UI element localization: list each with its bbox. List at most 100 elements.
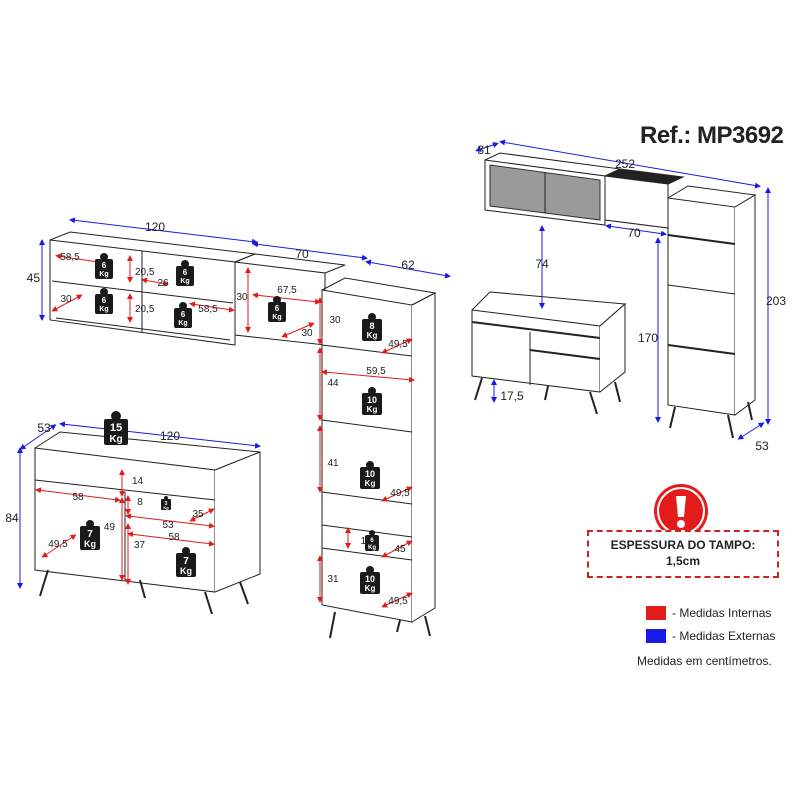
external-dimensions <box>17 139 771 589</box>
svg-text:Kg: Kg <box>163 505 169 510</box>
svg-text:Kg: Kg <box>109 434 122 445</box>
dim-wall-170: 170 <box>638 331 658 345</box>
upper-cabinet-120 <box>49 231 256 346</box>
dim-wall-31: 31 <box>477 143 491 157</box>
weight-badge-icon: 10 Kg <box>360 566 380 594</box>
dim-t-45: 45 <box>394 544 406 555</box>
reference-code: Ref.: MP3692 <box>640 122 784 149</box>
svg-text:Kg: Kg <box>99 306 108 313</box>
dim-wall-70: 70 <box>627 226 641 240</box>
legend-external-label: - Medidas Externas <box>672 629 776 643</box>
sideboard <box>471 291 627 415</box>
dim-wall-74: 74 <box>535 257 549 271</box>
weight-badge-icon: 6 Kg <box>268 296 286 322</box>
footnote: Medidas em centímetros. <box>637 654 772 668</box>
weight-badge-icon: 15 Kg <box>104 411 128 445</box>
dim-m-67-5: 67,5 <box>277 285 297 296</box>
dim-wall-203: 203 <box>766 294 786 308</box>
svg-text:6: 6 <box>370 538 374 544</box>
dim-b-49-5: 49,5 <box>48 539 68 550</box>
dim-base-84: 84 <box>5 511 19 525</box>
dim-t-31: 31 <box>327 574 339 585</box>
dim-u-26: 26 <box>157 278 169 289</box>
dim-t-49-5a: 49,5 <box>388 339 408 350</box>
dim-wall-252: 252 <box>615 157 635 171</box>
dim-b-37: 37 <box>134 540 146 551</box>
dim-m-30a: 30 <box>236 292 248 303</box>
weight-badge-icon: 7 Kg <box>80 520 100 550</box>
tall-tower <box>667 185 757 439</box>
dim-b-49: 49 <box>104 522 116 533</box>
dim-u-20-5b: 20,5 <box>135 304 155 315</box>
dim-t-49-5b: 49,5 <box>390 488 410 499</box>
dim-b-35: 35 <box>192 509 204 520</box>
dim-b-8: 8 <box>137 497 143 508</box>
weight-badge-icon: 3 Kg <box>161 496 171 510</box>
legend-internal: - Medidas Internas <box>646 606 771 620</box>
svg-text:Kg: Kg <box>365 584 376 593</box>
base-cabinet-120 <box>34 431 261 615</box>
svg-text:Kg: Kg <box>367 405 378 414</box>
legend-internal-label: - Medidas Internas <box>672 606 772 620</box>
dim-b-53: 53 <box>162 520 174 531</box>
weight-badge-icon: 6 Kg <box>365 530 379 551</box>
dim-upper-45: 45 <box>27 271 41 285</box>
dim-t-41: 41 <box>327 458 339 469</box>
weight-badge-icon: 6 Kg <box>95 253 113 279</box>
svg-text:6: 6 <box>102 296 107 305</box>
dim-base-53: 53 <box>37 421 51 435</box>
svg-text:7: 7 <box>183 556 189 567</box>
tampo-value: 1,5cm <box>665 554 701 568</box>
dim-b-58a: 58 <box>72 492 84 503</box>
svg-text:10: 10 <box>365 469 375 479</box>
dim-t-44: 44 <box>327 378 339 389</box>
weight-badge-icon: 6 Kg <box>174 302 192 328</box>
svg-text:3: 3 <box>165 501 168 507</box>
svg-text:Kg: Kg <box>180 278 189 285</box>
svg-text:8: 8 <box>369 321 374 331</box>
weight-badges: 6 Kg 6 Kg 6 Kg 6 Kg 6 Kg 8 Kg <box>80 253 382 594</box>
weight-badge-icon: 6 Kg <box>176 260 194 286</box>
svg-text:Kg: Kg <box>84 539 96 549</box>
svg-text:Kg: Kg <box>368 545 376 551</box>
weight-badge-icon: 10 Kg <box>362 387 382 415</box>
svg-text:Kg: Kg <box>272 314 281 321</box>
svg-text:6: 6 <box>181 310 186 319</box>
svg-text:Kg: Kg <box>365 479 376 488</box>
wall-cabinet-glass <box>484 152 622 226</box>
dim-u-30a: 30 <box>60 294 72 305</box>
legend-internal-swatch <box>646 606 666 620</box>
svg-text:7: 7 <box>87 529 93 540</box>
svg-text:6: 6 <box>102 261 107 270</box>
dim-t-59-5: 59,5 <box>366 366 386 377</box>
dim-wall-17-5: 17,5 <box>500 389 524 403</box>
svg-text:10: 10 <box>367 395 377 405</box>
dim-t-30: 30 <box>329 315 341 326</box>
weight-badge-icon: 8 Kg <box>362 313 382 341</box>
dim-u-58-5a: 58,5 <box>60 252 80 263</box>
svg-text:15: 15 <box>110 422 122 434</box>
dim-u-58-5b: 58,5 <box>198 304 218 315</box>
svg-text:Kg: Kg <box>367 331 378 340</box>
weight-badge-icon: 6 Kg <box>95 288 113 314</box>
internal-dimensions <box>35 253 415 608</box>
tampo-title: ESPESSURA DO TAMPO: <box>610 538 756 552</box>
dim-wall-53: 53 <box>755 439 769 453</box>
svg-text:Kg: Kg <box>178 320 187 327</box>
svg-text:6: 6 <box>275 304 280 313</box>
dim-upper-62: 62 <box>401 258 415 272</box>
svg-text:Kg: Kg <box>180 566 192 576</box>
dim-m-30b: 30 <box>301 328 313 339</box>
weight-badge-icon: 10 Kg <box>360 461 380 489</box>
dim-base-120: 120 <box>160 429 180 443</box>
weight-badge-icon: 7 Kg <box>176 547 196 577</box>
dim-t-49-5c: 49,5 <box>388 596 408 607</box>
dim-u-20-5a: 20,5 <box>135 267 155 278</box>
svg-text:6: 6 <box>183 268 188 277</box>
svg-text:Kg: Kg <box>99 271 108 278</box>
dim-b-14: 14 <box>132 476 144 487</box>
dim-upper-120: 120 <box>145 220 165 234</box>
svg-text:10: 10 <box>365 574 375 584</box>
tampo-thickness-box: ESPESSURA DO TAMPO: 1,5cm <box>587 530 779 578</box>
